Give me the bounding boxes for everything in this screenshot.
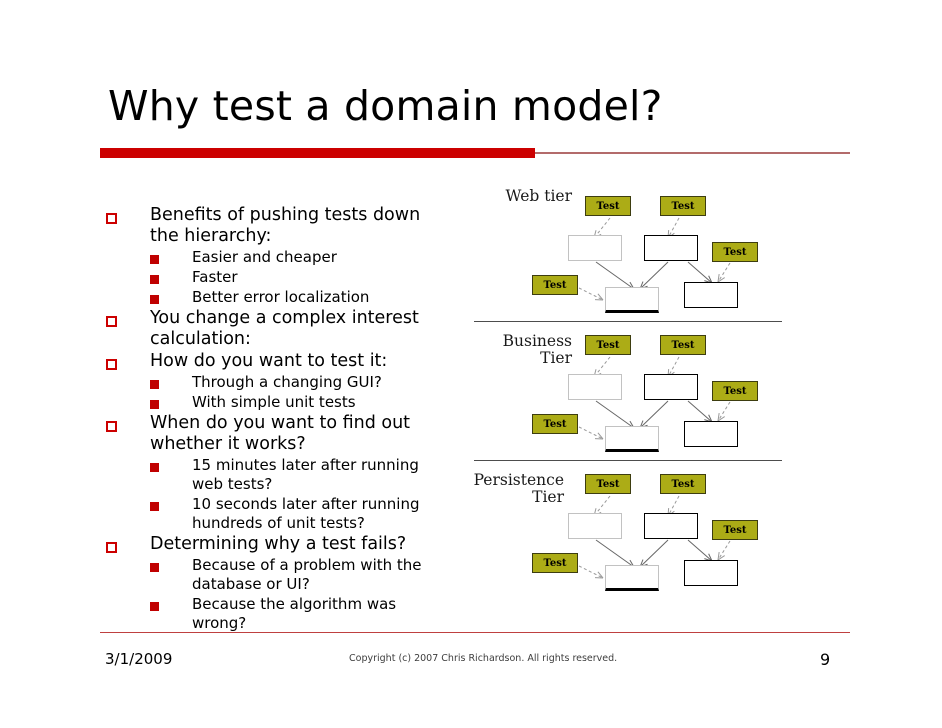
bullet-text: 10 seconds later after running hundreds … bbox=[192, 495, 420, 532]
bullet-item-level-1: How do you want to test it: bbox=[104, 351, 454, 372]
page-title: Why test a domain model? bbox=[108, 82, 663, 130]
bullet-item-level-2: 10 seconds later after running hundreds … bbox=[104, 495, 454, 533]
footer-copyright: Copyright (c) 2007 Chris Richardson. All… bbox=[349, 653, 618, 664]
bullet-item-level-2: Because the algorithm was wrong? bbox=[104, 595, 454, 633]
tier-separator bbox=[474, 460, 782, 461]
bullet-item-level-2: 15 minutes later after running web tests… bbox=[104, 456, 454, 494]
bullet-text: Benefits of pushing tests down the hiera… bbox=[150, 205, 421, 246]
component-box bbox=[568, 374, 622, 400]
bullet-list: Benefits of pushing tests down the hiera… bbox=[104, 205, 454, 634]
bullet-marker-filled-square-icon bbox=[150, 275, 159, 284]
bullet-marker-filled-square-icon bbox=[150, 380, 159, 389]
bullet-item-level-1: Determining why a test fails? bbox=[104, 534, 454, 555]
bullet-text: You change a complex interest calculatio… bbox=[150, 308, 419, 349]
test-box: Test bbox=[532, 414, 578, 434]
bullet-text: Better error localization bbox=[192, 288, 370, 306]
test-box: Test bbox=[712, 242, 758, 262]
bullet-marker-hollow-square-icon bbox=[106, 359, 117, 370]
test-box: Test bbox=[585, 474, 631, 494]
tier-label: Web tier bbox=[505, 187, 572, 205]
bullet-text: How do you want to test it: bbox=[150, 351, 388, 371]
bullet-marker-filled-square-icon bbox=[150, 255, 159, 264]
bullet-marker-filled-square-icon bbox=[150, 502, 159, 511]
component-box bbox=[644, 374, 698, 400]
test-box: Test bbox=[532, 275, 578, 295]
footer-page-number: 9 bbox=[820, 650, 831, 669]
bullet-marker-hollow-square-icon bbox=[106, 421, 117, 432]
bullet-text: When do you want to find out whether it … bbox=[150, 413, 411, 454]
test-box: Test bbox=[712, 381, 758, 401]
component-box bbox=[568, 513, 622, 539]
test-box: Test bbox=[660, 196, 706, 216]
footer-rule bbox=[100, 632, 850, 633]
test-box: Test bbox=[660, 335, 706, 355]
bullet-text: Because of a problem with the database o… bbox=[192, 556, 422, 593]
bullet-text: 15 minutes later after running web tests… bbox=[192, 456, 419, 493]
test-box: Test bbox=[585, 335, 631, 355]
bullet-item-level-2: Easier and cheaper bbox=[104, 248, 454, 267]
bullet-text: Easier and cheaper bbox=[192, 248, 337, 266]
component-box bbox=[684, 421, 738, 447]
bullet-item-level-2: Faster bbox=[104, 268, 454, 287]
bullet-text: Because the algorithm was wrong? bbox=[192, 595, 397, 632]
tier-separator bbox=[474, 321, 782, 322]
test-box: Test bbox=[660, 474, 706, 494]
component-box bbox=[684, 282, 738, 308]
component-box bbox=[684, 560, 738, 586]
bullet-text: Faster bbox=[192, 268, 238, 286]
bullet-marker-filled-square-icon bbox=[150, 295, 159, 304]
component-box bbox=[644, 513, 698, 539]
bullet-item-level-2: Because of a problem with the database o… bbox=[104, 556, 454, 594]
bullet-marker-hollow-square-icon bbox=[106, 316, 117, 327]
bullet-marker-filled-square-icon bbox=[150, 563, 159, 572]
bullet-item-level-2: Better error localization bbox=[104, 288, 454, 307]
component-box bbox=[605, 287, 659, 313]
bullet-item-level-1: When do you want to find out whether it … bbox=[104, 413, 454, 455]
component-box bbox=[568, 235, 622, 261]
component-box bbox=[605, 565, 659, 591]
footer-date: 3/1/2009 bbox=[105, 650, 173, 668]
bullet-marker-filled-square-icon bbox=[150, 463, 159, 472]
bullet-item-level-1: You change a complex interest calculatio… bbox=[104, 308, 454, 350]
test-box: Test bbox=[585, 196, 631, 216]
bullet-marker-filled-square-icon bbox=[150, 400, 159, 409]
component-box bbox=[644, 235, 698, 261]
bullet-marker-hollow-square-icon bbox=[106, 213, 117, 224]
bullet-marker-hollow-square-icon bbox=[106, 542, 117, 553]
test-box: Test bbox=[712, 520, 758, 540]
bullet-item-level-1: Benefits of pushing tests down the hiera… bbox=[104, 205, 454, 247]
bullet-text: With simple unit tests bbox=[192, 393, 356, 411]
title-rule-thick bbox=[100, 148, 535, 158]
bullet-item-level-2: With simple unit tests bbox=[104, 393, 454, 412]
component-box bbox=[605, 426, 659, 452]
bullet-text: Determining why a test fails? bbox=[150, 534, 407, 554]
bullet-item-level-2: Through a changing GUI? bbox=[104, 373, 454, 392]
test-box: Test bbox=[532, 553, 578, 573]
bullet-marker-filled-square-icon bbox=[150, 602, 159, 611]
bullet-text: Through a changing GUI? bbox=[192, 373, 382, 391]
